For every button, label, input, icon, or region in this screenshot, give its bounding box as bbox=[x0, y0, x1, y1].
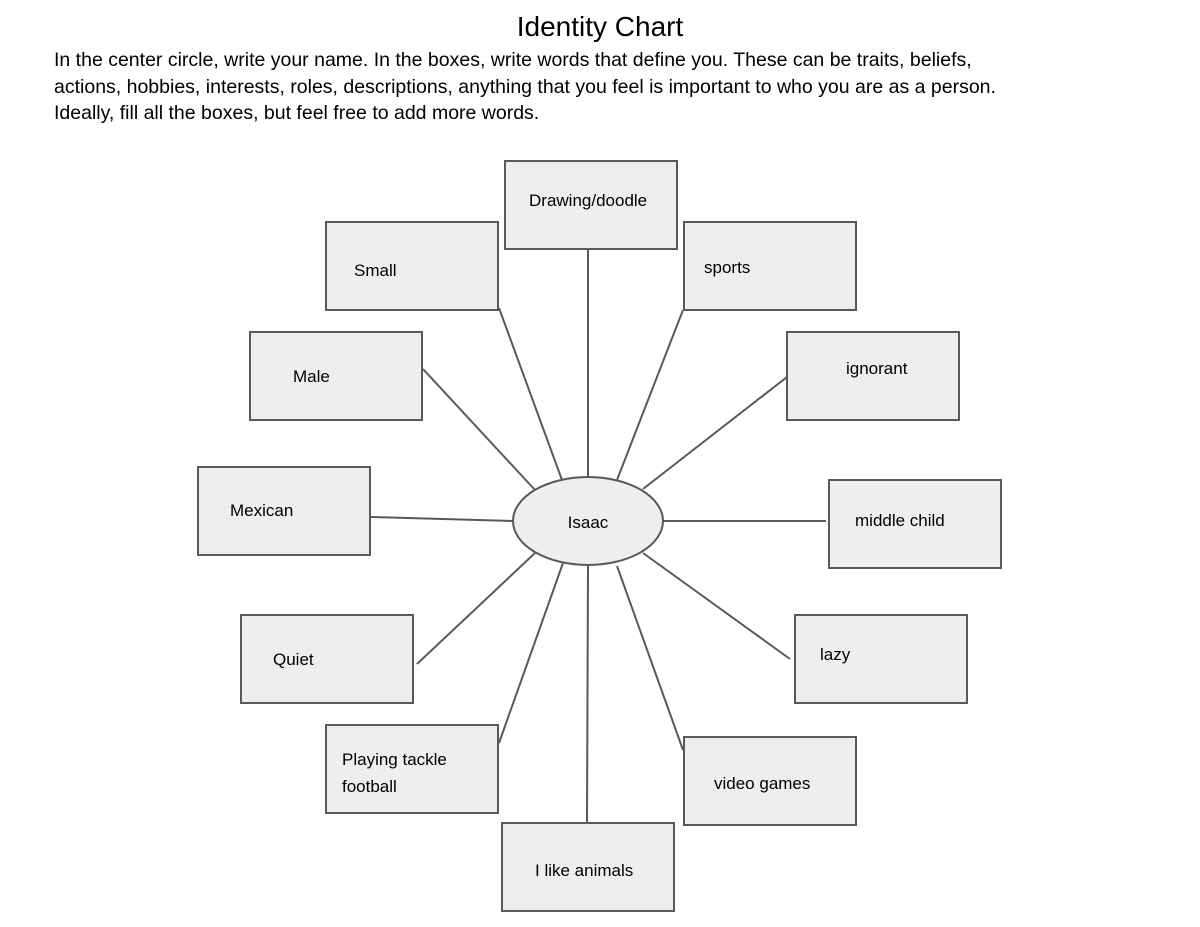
connector-mexican bbox=[370, 516, 514, 522]
instructions-line: In the center circle, write your name. I… bbox=[54, 49, 972, 71]
box-label-male: Male bbox=[293, 367, 330, 386]
connector-small bbox=[498, 307, 563, 481]
box-rect-ignorant bbox=[786, 331, 960, 421]
box-video-games: video games bbox=[683, 736, 857, 826]
center-label: Isaac bbox=[568, 513, 609, 532]
box-rect-i-like-animals bbox=[501, 822, 675, 912]
box-quiet: Quiet bbox=[240, 614, 414, 704]
box-label-sports: sports bbox=[704, 258, 750, 277]
connector-i-like-animals bbox=[586, 565, 589, 824]
box-lazy: lazy bbox=[794, 614, 968, 704]
box-rect-playing-tackle-football bbox=[325, 724, 499, 814]
connector-playing-tackle-football bbox=[498, 562, 564, 744]
box-playing-tackle-football: Playing tackle football bbox=[325, 724, 499, 814]
box-label-mexican: Mexican bbox=[230, 501, 293, 520]
box-label-playing-tackle-football: football bbox=[342, 777, 397, 796]
box-label-quiet: Quiet bbox=[273, 650, 314, 669]
connector-sports bbox=[616, 309, 684, 481]
box-rect-middle-child bbox=[828, 479, 1002, 569]
center-group: Isaac bbox=[512, 476, 664, 566]
box-ignorant: ignorant bbox=[786, 331, 960, 421]
connector-video-games bbox=[616, 565, 684, 751]
box-drawing: Drawing/doodle bbox=[504, 160, 678, 250]
box-label-lazy: lazy bbox=[820, 645, 851, 664]
box-label-small: Small bbox=[354, 261, 397, 280]
box-rect-quiet bbox=[240, 614, 414, 704]
box-mexican: Mexican bbox=[197, 466, 371, 556]
box-label-i-like-animals: I like animals bbox=[535, 861, 633, 880]
connector-quiet bbox=[416, 552, 536, 665]
connector-male bbox=[422, 368, 536, 491]
page-title: Identity Chart bbox=[516, 11, 684, 42]
box-rect-mexican bbox=[197, 466, 371, 556]
box-middle-child: middle child bbox=[828, 479, 1002, 569]
instructions-line: Ideally, fill all the boxes, but feel fr… bbox=[54, 102, 540, 124]
box-rect-male bbox=[249, 331, 423, 421]
box-male: Male bbox=[249, 331, 423, 421]
box-label-video-games: video games bbox=[714, 774, 810, 793]
instructions-text: In the center circle, write your name. I… bbox=[54, 47, 1174, 127]
box-label-drawing: Drawing/doodle bbox=[529, 191, 647, 210]
connector-ignorant bbox=[642, 376, 788, 490]
instructions-line: actions, hobbies, interests, roles, desc… bbox=[54, 75, 996, 98]
center-ellipse bbox=[512, 476, 664, 566]
box-rect-video-games bbox=[683, 736, 857, 826]
connectors-group bbox=[370, 249, 826, 824]
connector-lazy bbox=[642, 552, 791, 660]
box-rect-sports bbox=[683, 221, 857, 311]
box-i-like-animals: I like animals bbox=[501, 822, 675, 912]
box-rect-drawing bbox=[504, 160, 678, 250]
box-label-ignorant: ignorant bbox=[846, 359, 908, 378]
box-label-middle-child: middle child bbox=[855, 511, 945, 530]
box-small: Small bbox=[325, 221, 499, 311]
box-rect-lazy bbox=[794, 614, 968, 704]
box-sports: sports bbox=[683, 221, 857, 311]
box-rect-small bbox=[325, 221, 499, 311]
box-label-playing-tackle-football: Playing tackle bbox=[342, 750, 447, 769]
